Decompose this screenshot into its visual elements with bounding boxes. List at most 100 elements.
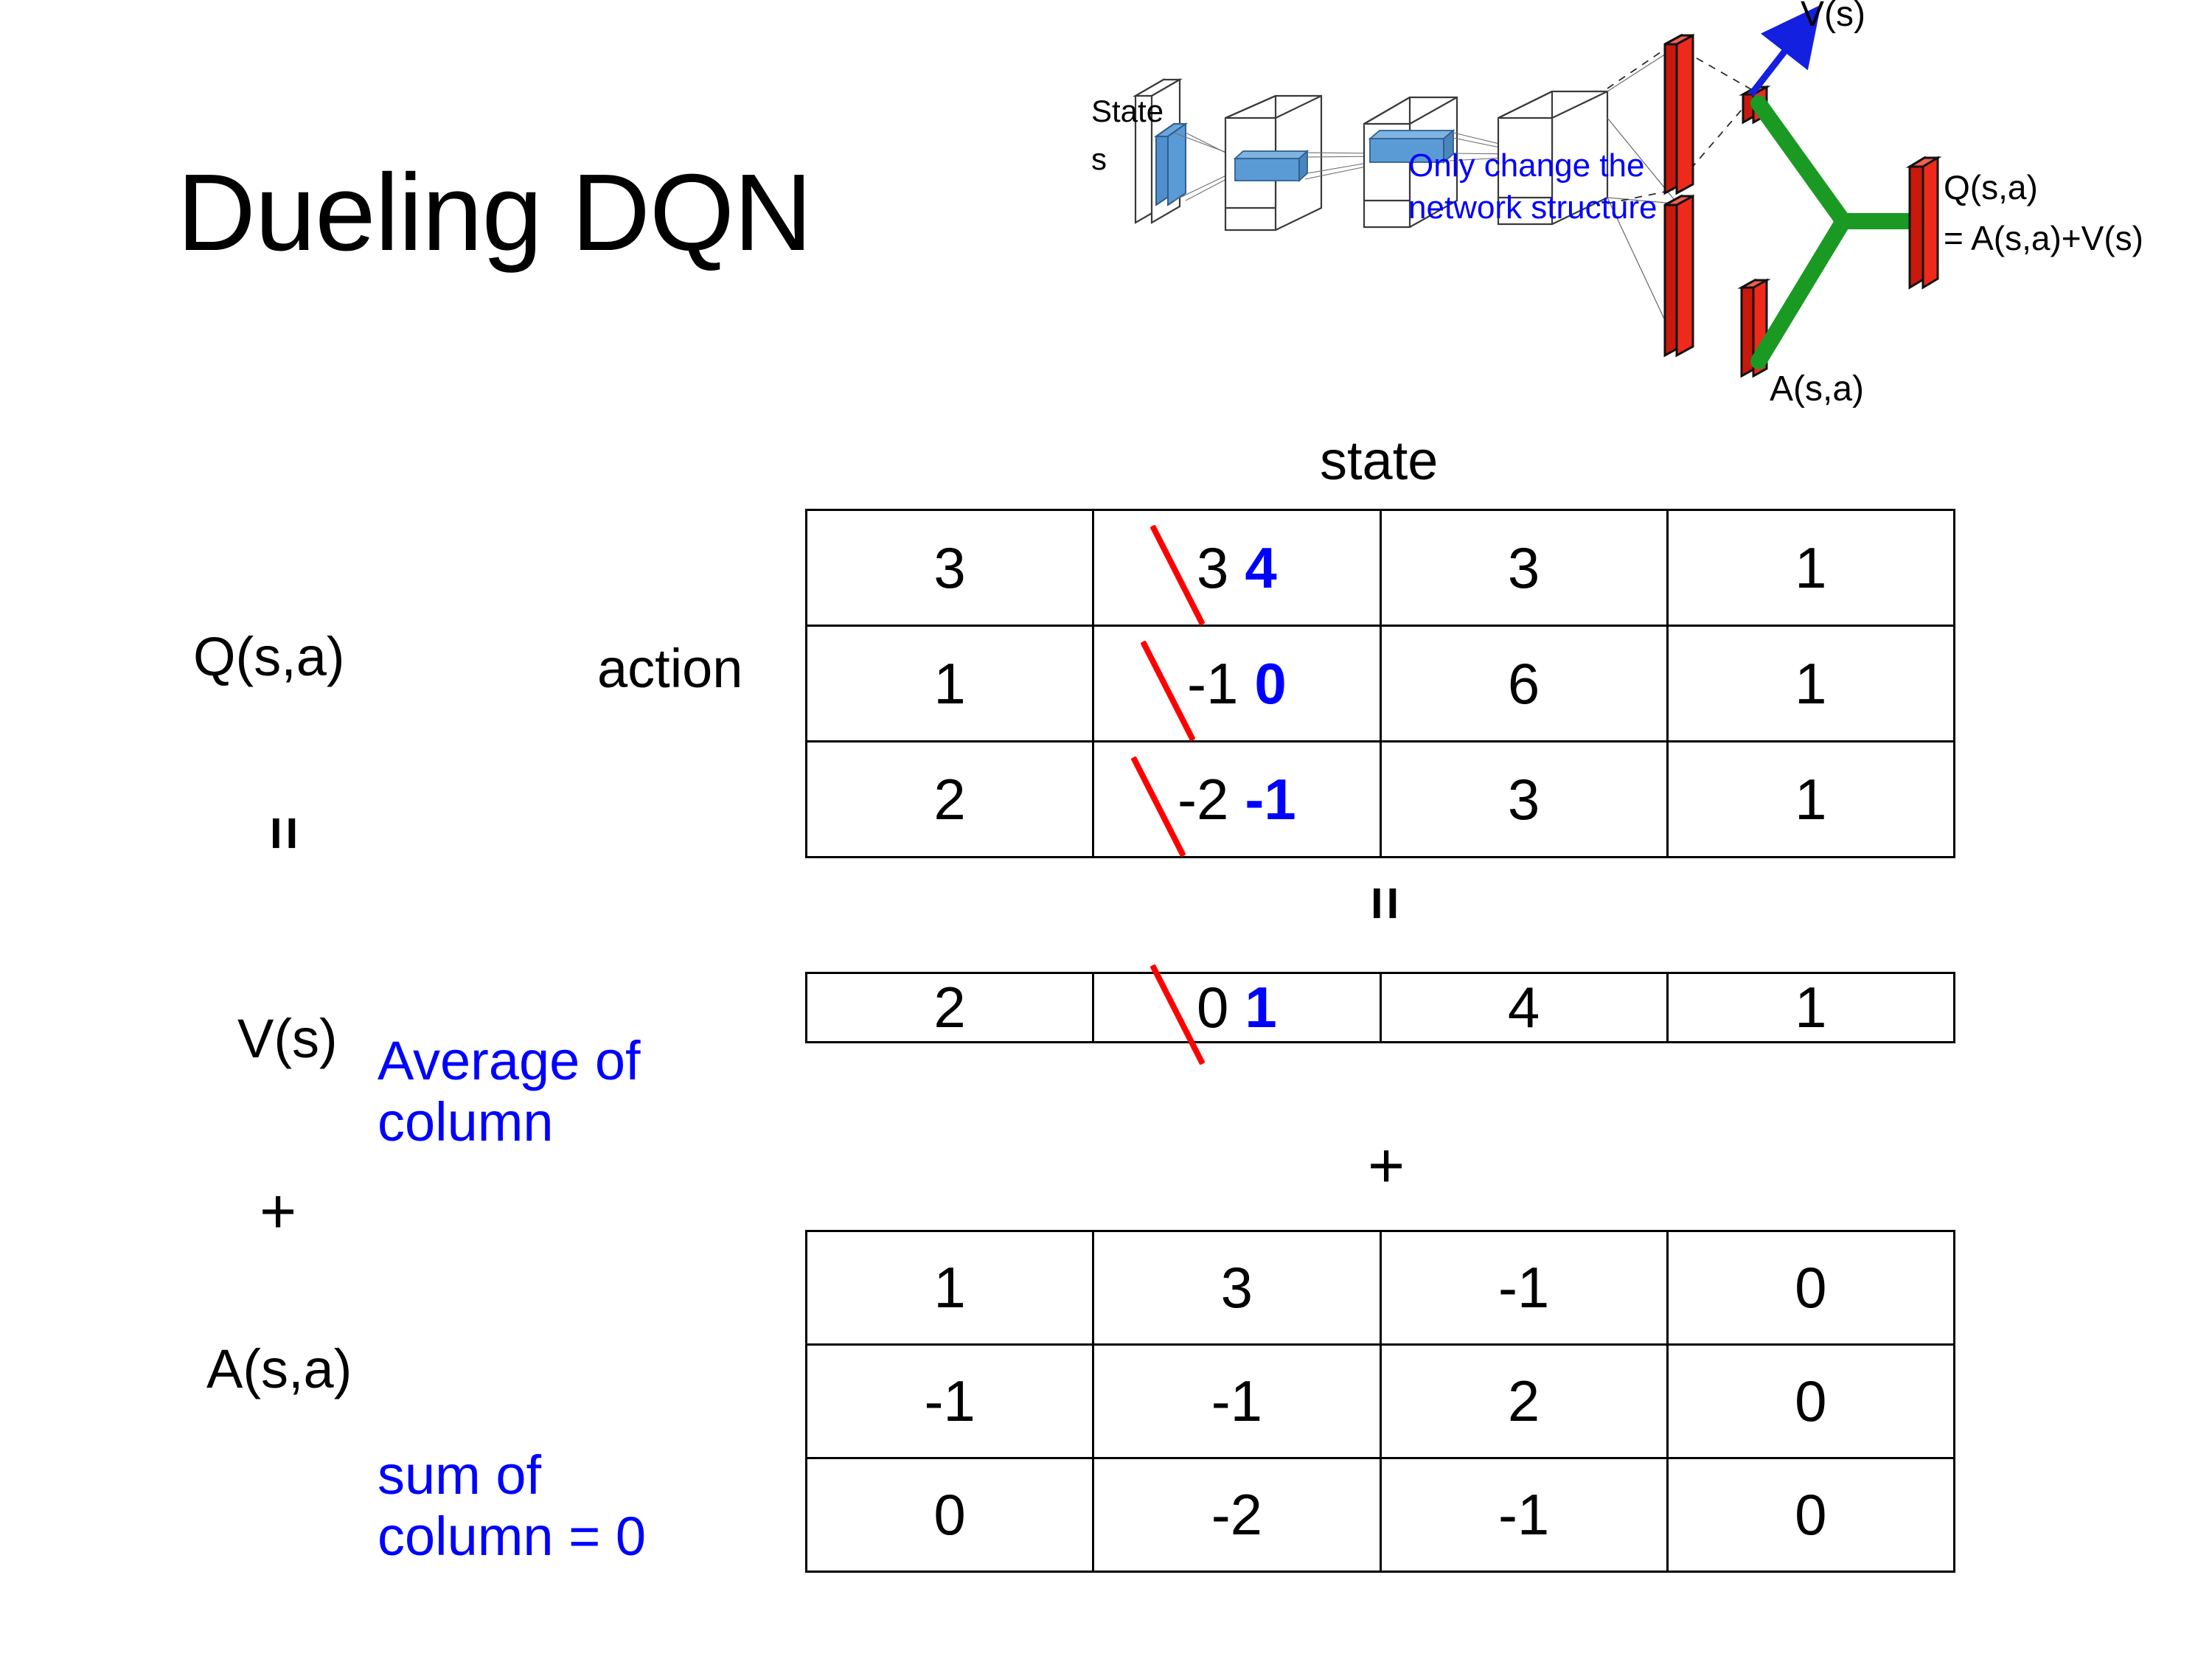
cell-value: -1 [1498,1482,1550,1547]
table-cell: 3 [1092,1230,1382,1346]
cell-content: 3 [1382,511,1666,625]
cell-value: 3 [1507,535,1540,600]
updated-value: 1 [1245,975,1277,1040]
cell-value: 0 [933,1482,966,1547]
struck-value: -1 [1187,650,1239,716]
cell-content: -1 [1382,1232,1666,1343]
table-row: 0 -2 -1 0 [804,1457,1956,1573]
cell-content: 6 [1382,627,1666,740]
cell-content: 2 [807,742,1092,856]
action-axis-label: action [597,638,743,699]
table-row: 1 3 -1 0 [804,1230,1956,1346]
cell-value: 2 [933,975,966,1040]
cell-value: -1 [924,1368,975,1433]
updated-value: -1 [1245,766,1296,832]
q-output-label-line1: Q(s,a) [1944,168,2038,206]
updated-value: 0 [1254,650,1287,716]
table-cell: -1 [1379,1457,1669,1573]
table-cell: -2-1 [1092,740,1382,858]
table-cell: 3 [1379,509,1669,627]
cell-content: 0 [807,1459,1092,1571]
cell-value: 1 [1795,766,1827,832]
table-cell: 6 [1379,625,1669,742]
cell-value: 2 [933,766,966,832]
table-cell: 2 [804,740,1095,858]
state-input-label-line1: State [1091,94,1164,128]
cell-value: -2 [1211,1482,1263,1547]
cell-content: 1 [1669,627,1953,740]
q-output-label-line2: = A(s,a)+V(s) [1944,219,2143,257]
cell-value: -1 [1498,1255,1550,1320]
value-bar-icon [1663,33,1694,195]
struck-value: 0 [1196,975,1229,1040]
plus-sign-middle: + [1368,1130,1405,1201]
value-output-label: V(s) [1801,0,1865,34]
state-axis-label: state [1320,430,1439,491]
cell-content: 1 [1669,511,1953,625]
table-cell: 3 [1379,740,1669,858]
dueling-network-diagram: State s Only change the network structur… [1091,0,2212,413]
cell-value: 1 [1795,975,1827,1040]
cell-value: 3 [1507,766,1540,832]
table-cell: 0 [1666,1457,1956,1573]
plus-sign-left: + [260,1176,297,1247]
cell-value: 0 [1795,1255,1827,1320]
table-cell: 4 [1379,972,1669,1043]
equals-sign-left: = [251,815,318,851]
cell-content: -2 [1094,1459,1379,1571]
cell-value: 6 [1507,650,1540,716]
cell-content: 3 [807,511,1092,625]
table-cell: 0 [804,1457,1095,1573]
feature-slab-1-icon [1233,149,1310,183]
cell-value: -1 [1211,1368,1263,1433]
merge-junction-icon [1750,95,1924,369]
cell-content: 1 [1669,742,1953,856]
cell-value: 0 [1795,1482,1827,1547]
cell-value: 1 [1795,650,1827,716]
cell-content: -2-1 [1094,742,1379,856]
v-average-note: Average of column [378,1030,641,1152]
cell-value: 3 [1220,1255,1253,1320]
page-title: Dueling DQN [177,152,813,274]
updated-value: 4 [1245,535,1277,600]
cell-content: 2 [1382,1346,1666,1457]
table-cell: 1 [1666,509,1956,627]
table-cell: 1 [1666,625,1956,742]
table-cell: -1 [1092,1343,1382,1459]
state-input-label: State s [1091,87,1164,183]
cell-content: 1 [1669,974,1953,1041]
table-cell: -1 [1379,1230,1669,1346]
table-cell: 1 [804,625,1095,742]
advantage-output-label: A(s,a) [1770,369,1865,408]
struck-value: 3 [1196,535,1229,600]
cell-content: 1 [807,1232,1092,1343]
cell-content: -1 [1382,1459,1666,1571]
table-cell: 1 [1666,972,1956,1043]
network-change-note: Only change the network structure [1408,147,1658,226]
cell-value: 1 [933,1255,966,1320]
a-sum-note: sum of column = 0 [378,1444,647,1567]
stream-split-lines [1607,48,1674,340]
v-table-label: V(s) [237,1008,338,1069]
cell-value: 2 [1507,1368,1540,1433]
cell-content: 0 [1669,1459,1953,1571]
table-cell: 3 [804,509,1095,627]
cell-content: 2 [807,974,1092,1041]
struck-value: -2 [1178,766,1229,832]
table-cell: 0 [1666,1230,1956,1346]
q-output-bar-icon [1905,156,1942,290]
cell-value: 4 [1507,975,1540,1040]
